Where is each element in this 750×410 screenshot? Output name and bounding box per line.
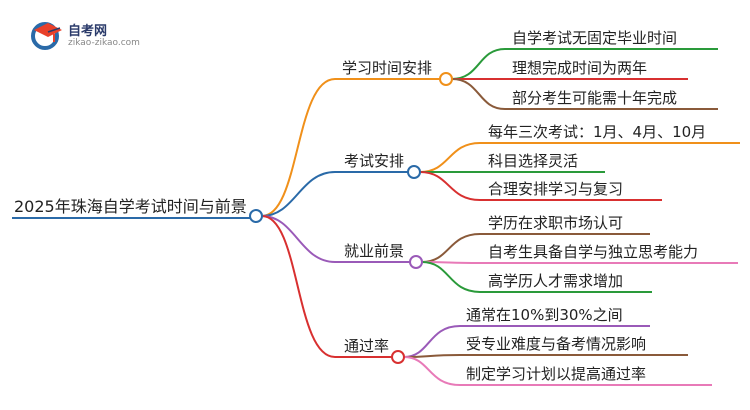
leaf-link-4-3 bbox=[403, 356, 712, 386]
leaf-link-2-1 bbox=[419, 142, 740, 173]
leaf-topic[interactable]: 理想完成时间为两年 bbox=[512, 59, 648, 77]
leaf-topic[interactable]: 制定学习计划以提高通过率 bbox=[466, 365, 647, 383]
branch-topic-pass-rate[interactable]: 通过率 bbox=[344, 337, 390, 355]
leaf-topic[interactable]: 自考生具备自学与独立思考能力 bbox=[488, 243, 699, 261]
root-topic[interactable]: 2025年珠海自学考试时间与前景 bbox=[14, 197, 247, 216]
leaf-topic[interactable]: 学历在求职市场认可 bbox=[488, 214, 624, 232]
site-logo[interactable]: 自考网 zikao-zikao.com bbox=[30, 18, 140, 58]
leaf-topic[interactable]: 高学历人才需求增加 bbox=[488, 272, 624, 290]
leaf-link-1-1 bbox=[451, 48, 718, 80]
leaf-link-3-1 bbox=[421, 233, 650, 263]
leaf-link-2-3 bbox=[419, 171, 662, 201]
leaf-topic[interactable]: 受专业难度与备考情况影响 bbox=[466, 335, 647, 353]
logo-title: 自考网 bbox=[68, 24, 108, 39]
leaf-link-3-2 bbox=[421, 261, 738, 264]
branch-topic-career-prospects[interactable]: 就业前景 bbox=[344, 242, 405, 260]
branch-node-dot-3[interactable] bbox=[409, 255, 423, 269]
root-node-dot[interactable] bbox=[249, 209, 263, 223]
leaf-link-3-3 bbox=[421, 261, 652, 293]
branch-node-dot-4[interactable] bbox=[391, 350, 405, 364]
branch-node-dot-2[interactable] bbox=[407, 165, 421, 179]
leaf-topic[interactable]: 通常在10%到30%之间 bbox=[466, 306, 623, 324]
graduation-cap-icon bbox=[31, 22, 62, 50]
branch-link-4 bbox=[261, 215, 392, 358]
leaf-link-4-2 bbox=[403, 354, 688, 358]
leaf-link-4-1 bbox=[403, 325, 650, 358]
branch-topic-exam-schedule[interactable]: 考试安排 bbox=[344, 152, 405, 170]
branch-link-2 bbox=[261, 171, 408, 217]
leaf-topic[interactable]: 自学考试无固定毕业时间 bbox=[512, 29, 678, 47]
leaf-link-1-3 bbox=[451, 78, 718, 110]
branch-topic-study-schedule[interactable]: 学习时间安排 bbox=[342, 59, 433, 77]
leaf-topic[interactable]: 合理安排学习与复习 bbox=[488, 180, 624, 198]
leaf-topic[interactable]: 科目选择灵活 bbox=[488, 152, 579, 170]
leaf-topic[interactable]: 部分考生可能需十年完成 bbox=[512, 89, 678, 107]
branch-link-3 bbox=[261, 215, 410, 263]
branch-node-dot-1[interactable] bbox=[439, 72, 453, 86]
leaf-topic[interactable]: 每年三次考试：1月、4月、10月 bbox=[488, 123, 707, 141]
logo-url: zikao-zikao.com bbox=[68, 38, 140, 48]
branch-link-1 bbox=[261, 78, 440, 217]
